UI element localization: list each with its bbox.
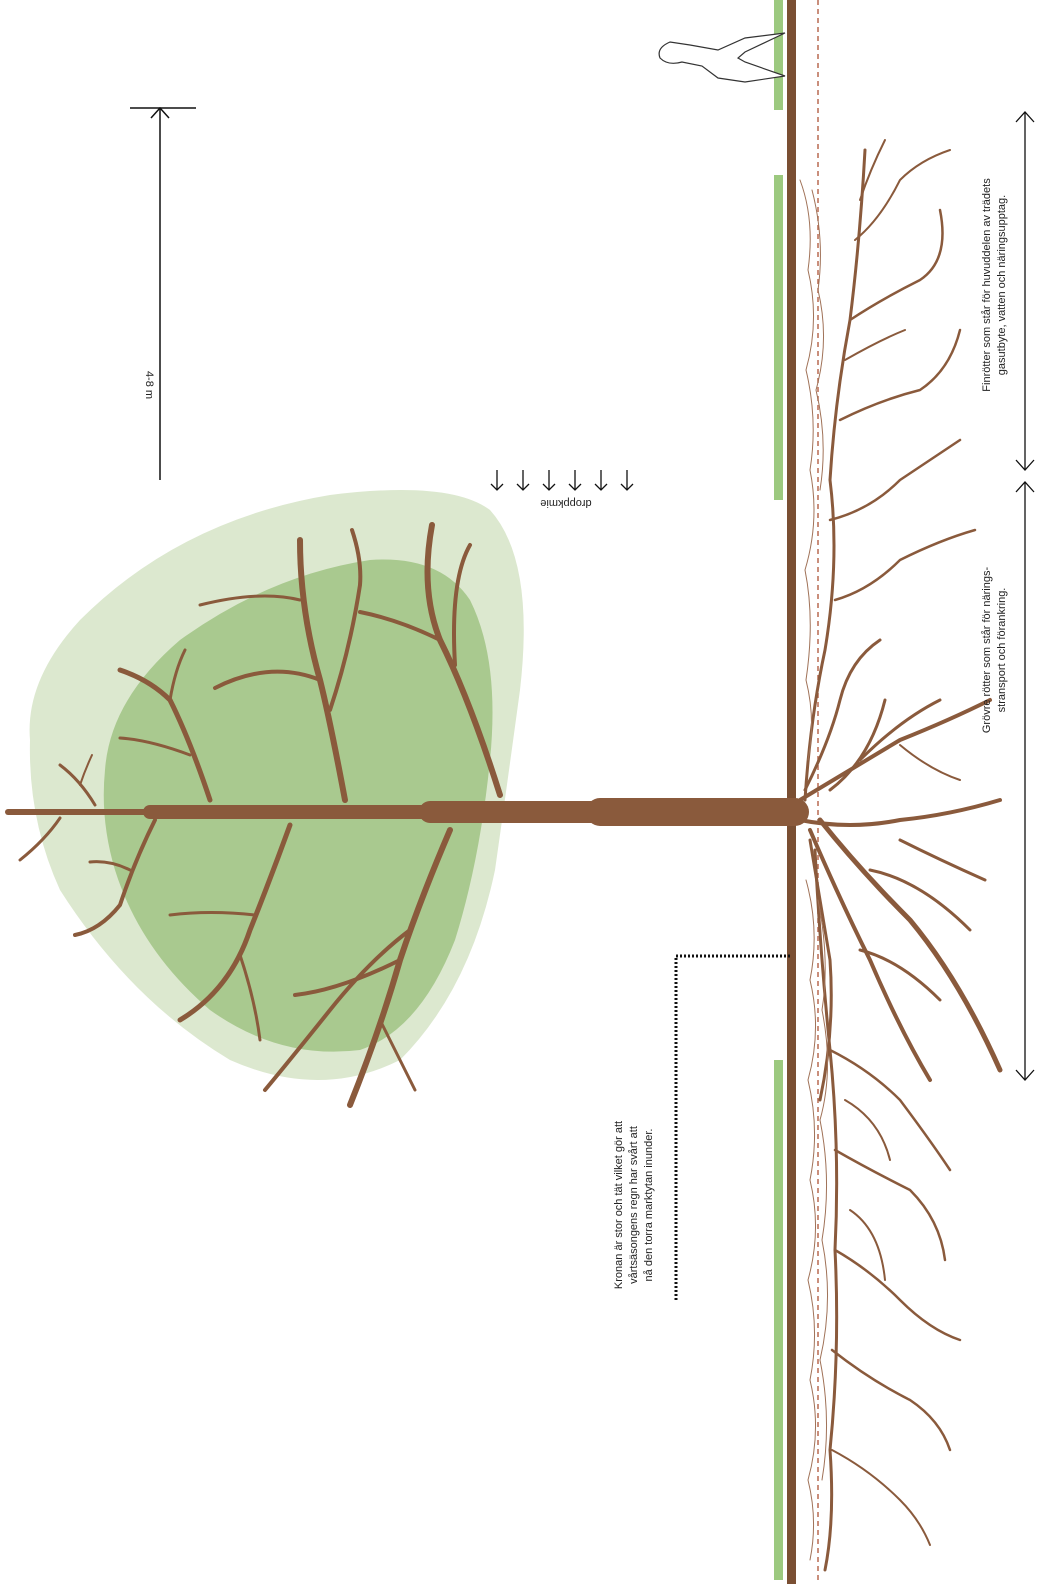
crown-label-line2: vårtsäsongens regn har svårt att [628,1126,640,1284]
ground-line [787,0,796,1584]
root-system [800,140,1000,1570]
crown-label-line1: Kronan är stor och tät vilket gör att [613,1121,625,1289]
fine-roots-label-line1: Finrötter som står för huvuddelen av trä… [981,178,993,392]
root-zone-dimension-arrows [1016,112,1034,1080]
person-silhouette [659,33,785,82]
dripline-label: droppkmie [540,497,591,509]
coarse-roots-label-line2: stransport och förankring. [996,588,1008,713]
height-scale-arrow [130,108,196,480]
crown-label-line3: nå den torra marktytan inunder. [643,1129,655,1282]
height-scale-label: 4-8 m [143,371,155,399]
crown-leader-line [676,956,790,1300]
fine-roots-label-line2: gasutbyte, vatten och näringsupptag. [996,195,1008,375]
grass-strip [774,0,783,110]
grass-strip [774,175,783,500]
dripline-arrows [491,470,633,490]
grass-strip [774,1060,783,1580]
coarse-roots-label-line1: Grövre rötter som står för närings- [981,567,993,734]
